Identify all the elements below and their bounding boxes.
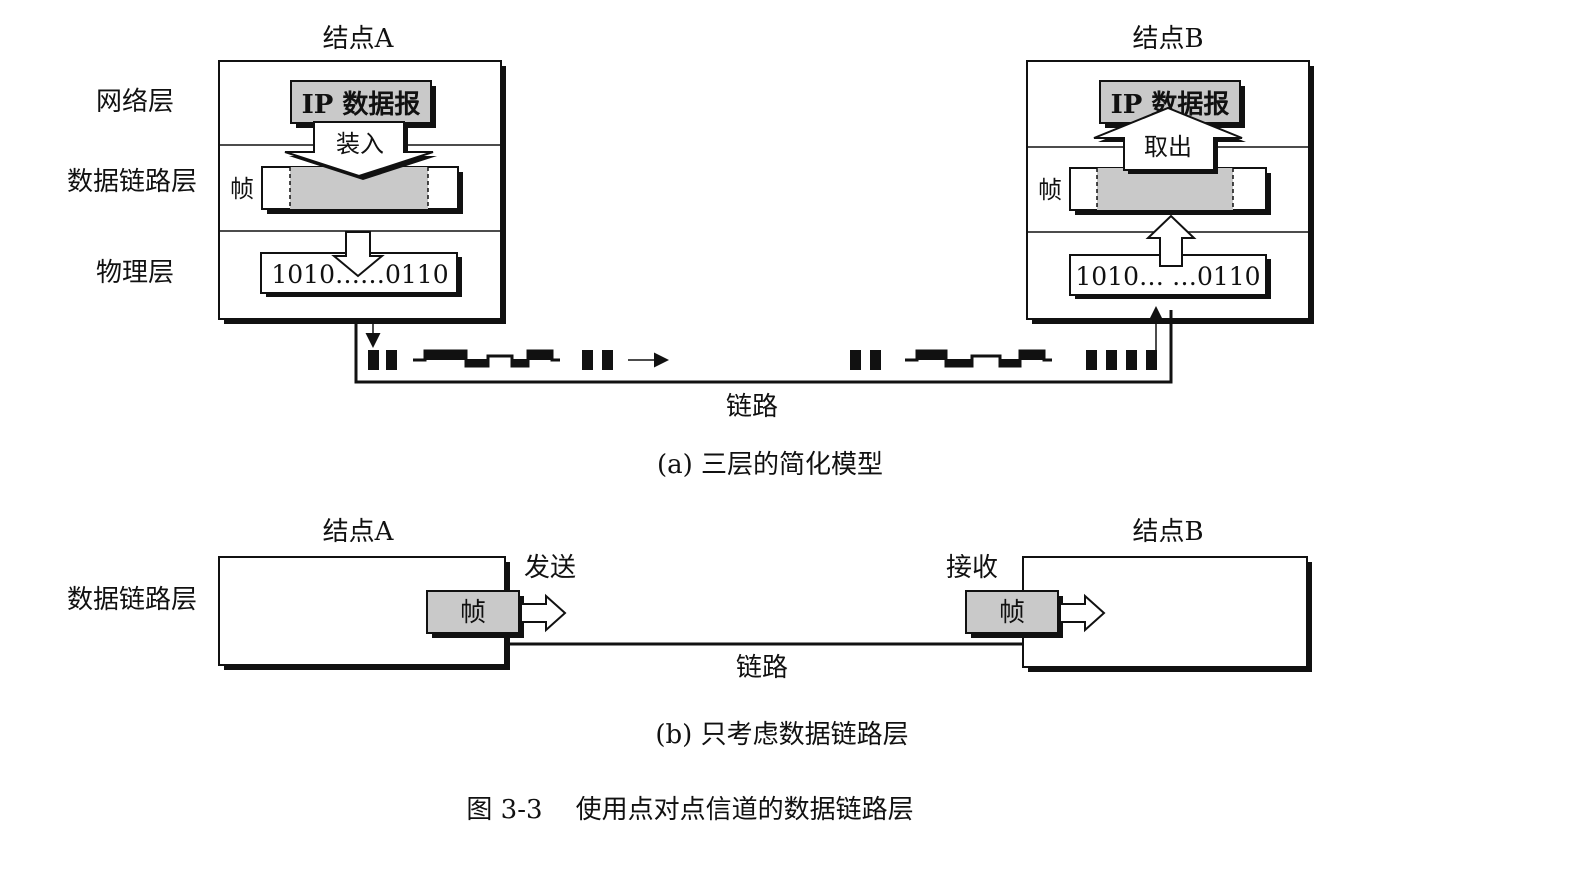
figure-caption: 图 3-3 使用点对点信道的数据链路层	[466, 795, 913, 825]
node-b-label-b: 结点B	[1132, 517, 1203, 547]
datalink-layer-label: 数据链路层	[67, 167, 197, 197]
node-b-label: 结点B	[1132, 24, 1203, 54]
physical-layer-label: 物理层	[96, 258, 174, 288]
frame-a-label: 帧	[230, 175, 254, 203]
frame-box-a-b	[426, 590, 524, 638]
bits-b: 1010… …0110	[1075, 262, 1260, 291]
send-label: 发送	[524, 553, 576, 583]
up-arrow-b	[1145, 214, 1197, 267]
ip-datagram-a-label: IP 数据报	[302, 89, 421, 120]
extract-label: 取出	[1144, 133, 1192, 161]
frame-box-b-b	[965, 590, 1063, 638]
encapsulate-label: 装入	[336, 130, 384, 158]
down-arrow-a	[331, 231, 385, 278]
link-a-label: 链路	[726, 392, 778, 422]
caption-b: (b) 只考虑数据链路层	[655, 720, 908, 750]
link-a	[354, 306, 1173, 384]
datalink-layer-label-b: 数据链路层	[67, 585, 197, 615]
link-b-label: 链路	[736, 653, 788, 683]
encapsulate-arrow	[284, 121, 437, 180]
bits-a: 1010……0110	[271, 260, 448, 289]
frame-b	[1069, 167, 1271, 215]
caption-a: (a) 三层的简化模型	[657, 450, 883, 480]
frame-a-b-label: 帧	[460, 598, 486, 628]
frame-b-b-label: 帧	[999, 598, 1025, 628]
network-layer-label: 网络层	[96, 87, 174, 117]
node-a-label-b: 结点A	[323, 517, 395, 547]
receive-arrow-icon	[1059, 593, 1106, 633]
send-arrow-icon	[520, 593, 567, 633]
node-a-label: 结点A	[323, 24, 395, 54]
frame-b-label: 帧	[1038, 176, 1062, 204]
ip-datagram-a: IP 数据报	[290, 80, 436, 128]
receive-label: 接收	[946, 553, 998, 583]
extract-arrow	[1093, 106, 1246, 174]
